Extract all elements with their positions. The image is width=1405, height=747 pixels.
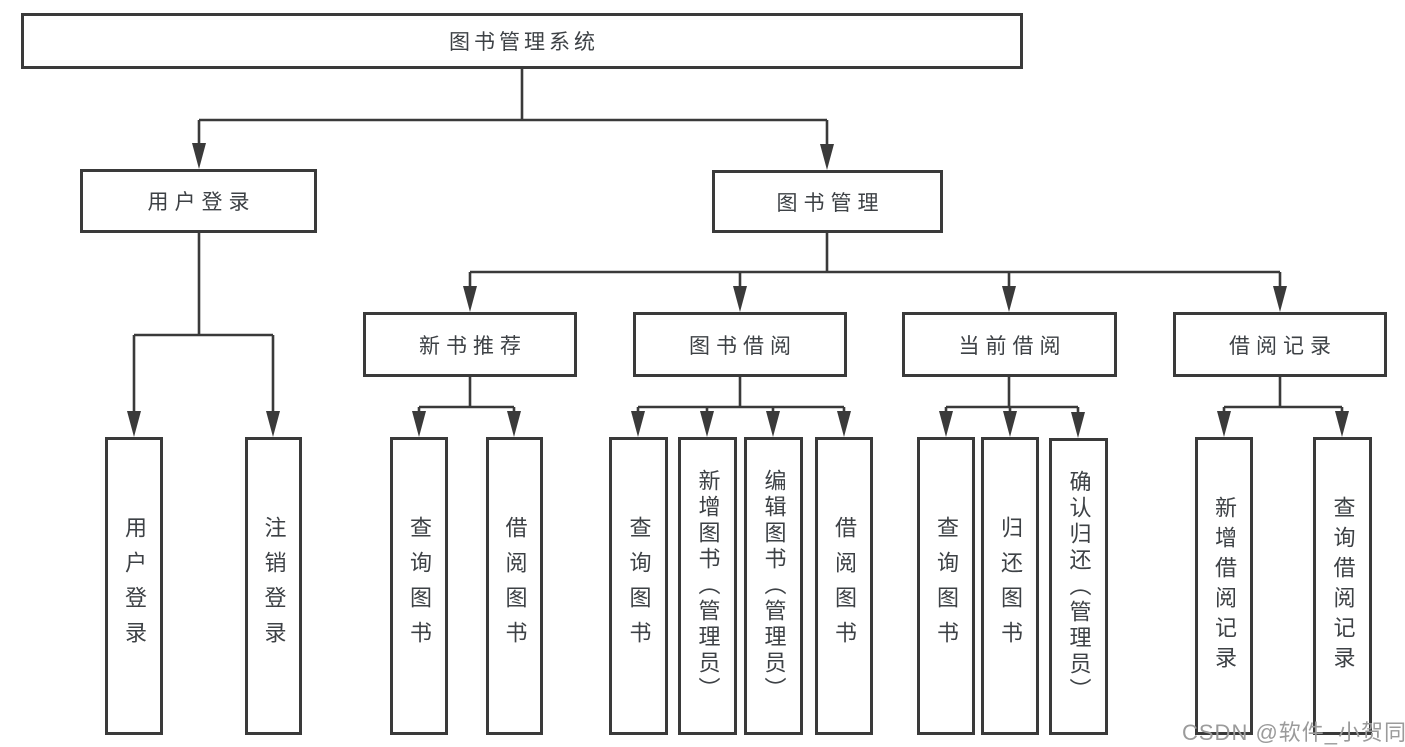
node-leaf-user-login: 用户登录: [105, 437, 163, 735]
arrowhead-icon: [1273, 286, 1287, 312]
node-leaf-query-books-recommend-label: 查询图书: [407, 516, 432, 656]
node-leaf-query-books-recommend: 查询图书: [390, 437, 448, 735]
arrowhead-icon: [463, 286, 477, 312]
arrowhead-icon: [1003, 411, 1017, 437]
arrowhead-icon: [837, 411, 851, 437]
arrowhead-icon: [631, 411, 645, 437]
node-new-book-recommend: 新书推荐: [363, 312, 577, 377]
arrowhead-icon: [1002, 286, 1016, 312]
node-leaf-query-books-borrowing: 查询图书: [609, 437, 668, 735]
arrowhead-icon: [733, 286, 747, 312]
arrowhead-icon: [1217, 411, 1231, 437]
arrowhead-icon: [1335, 411, 1349, 437]
arrowhead-icon: [266, 411, 280, 437]
arrowhead-icon: [766, 411, 780, 437]
node-leaf-user-login-label: 用户登录: [122, 516, 147, 656]
node-leaf-add-borrow-record-label: 新增借阅记录: [1212, 496, 1237, 676]
node-leaf-add-borrow-record: 新增借阅记录: [1195, 437, 1253, 735]
node-leaf-return-books-label: 归还图书: [998, 516, 1023, 656]
node-leaf-query-borrow-record-label: 查询借阅记录: [1330, 496, 1356, 676]
node-user-login-label: 用户登录: [147, 191, 256, 214]
node-leaf-query-books-borrowing-label: 查询图书: [626, 516, 652, 656]
arrowhead-icon: [700, 411, 714, 437]
node-leaf-borrow-books-recommend-label: 借阅图书: [502, 516, 528, 656]
node-leaf-query-books-current-label: 查询图书: [934, 516, 959, 656]
node-borrowing-records-label: 借阅记录: [1229, 334, 1337, 358]
node-leaf-confirm-return-admin-label: 确认归还（管理员）: [1066, 469, 1092, 704]
node-book-borrowing-label: 图书借阅: [689, 334, 797, 358]
node-borrowing-records: 借阅记录: [1173, 312, 1387, 377]
node-root-label: 图书管理系统: [449, 31, 599, 54]
arrowhead-icon: [127, 411, 141, 437]
node-new-book-recommend-label: 新书推荐: [419, 334, 527, 358]
node-leaf-logout-label: 注销登录: [261, 516, 287, 656]
node-leaf-logout: 注销登录: [245, 437, 302, 735]
arrowhead-icon: [1071, 412, 1085, 438]
watermark: CSDN @软件_小贺同学: [1182, 720, 1405, 745]
node-leaf-query-borrow-record: 查询借阅记录: [1313, 437, 1372, 735]
node-leaf-return-books: 归还图书: [981, 437, 1039, 735]
node-current-borrowing-label: 当前借阅: [958, 334, 1067, 358]
node-leaf-borrow-books-borrowing: 借阅图书: [815, 437, 873, 735]
node-book-borrowing: 图书借阅: [633, 312, 847, 377]
node-leaf-edit-books-admin-label: 编辑图书（管理员）: [761, 469, 787, 703]
arrowhead-icon: [939, 411, 953, 437]
node-leaf-add-books-admin-label: 新增图书（管理员）: [695, 469, 721, 703]
arrowhead-icon: [192, 143, 206, 169]
node-leaf-confirm-return-admin: 确认归还（管理员）: [1049, 438, 1108, 735]
node-leaf-query-books-current: 查询图书: [917, 437, 975, 735]
node-book-management-label: 图书管理: [776, 191, 885, 215]
arrowhead-icon: [820, 144, 834, 170]
node-user-login: 用户登录: [80, 169, 317, 233]
arrowhead-icon: [412, 411, 426, 437]
node-leaf-add-books-admin: 新增图书（管理员）: [678, 437, 737, 735]
node-leaf-edit-books-admin: 编辑图书（管理员）: [744, 437, 803, 735]
node-root: 图书管理系统: [21, 13, 1023, 69]
node-leaf-borrow-books-recommend: 借阅图书: [486, 437, 543, 735]
arrowhead-icon: [507, 411, 521, 437]
node-current-borrowing: 当前借阅: [902, 312, 1117, 377]
node-book-management: 图书管理: [712, 170, 943, 233]
node-leaf-borrow-books-borrowing-label: 借阅图书: [832, 516, 857, 656]
